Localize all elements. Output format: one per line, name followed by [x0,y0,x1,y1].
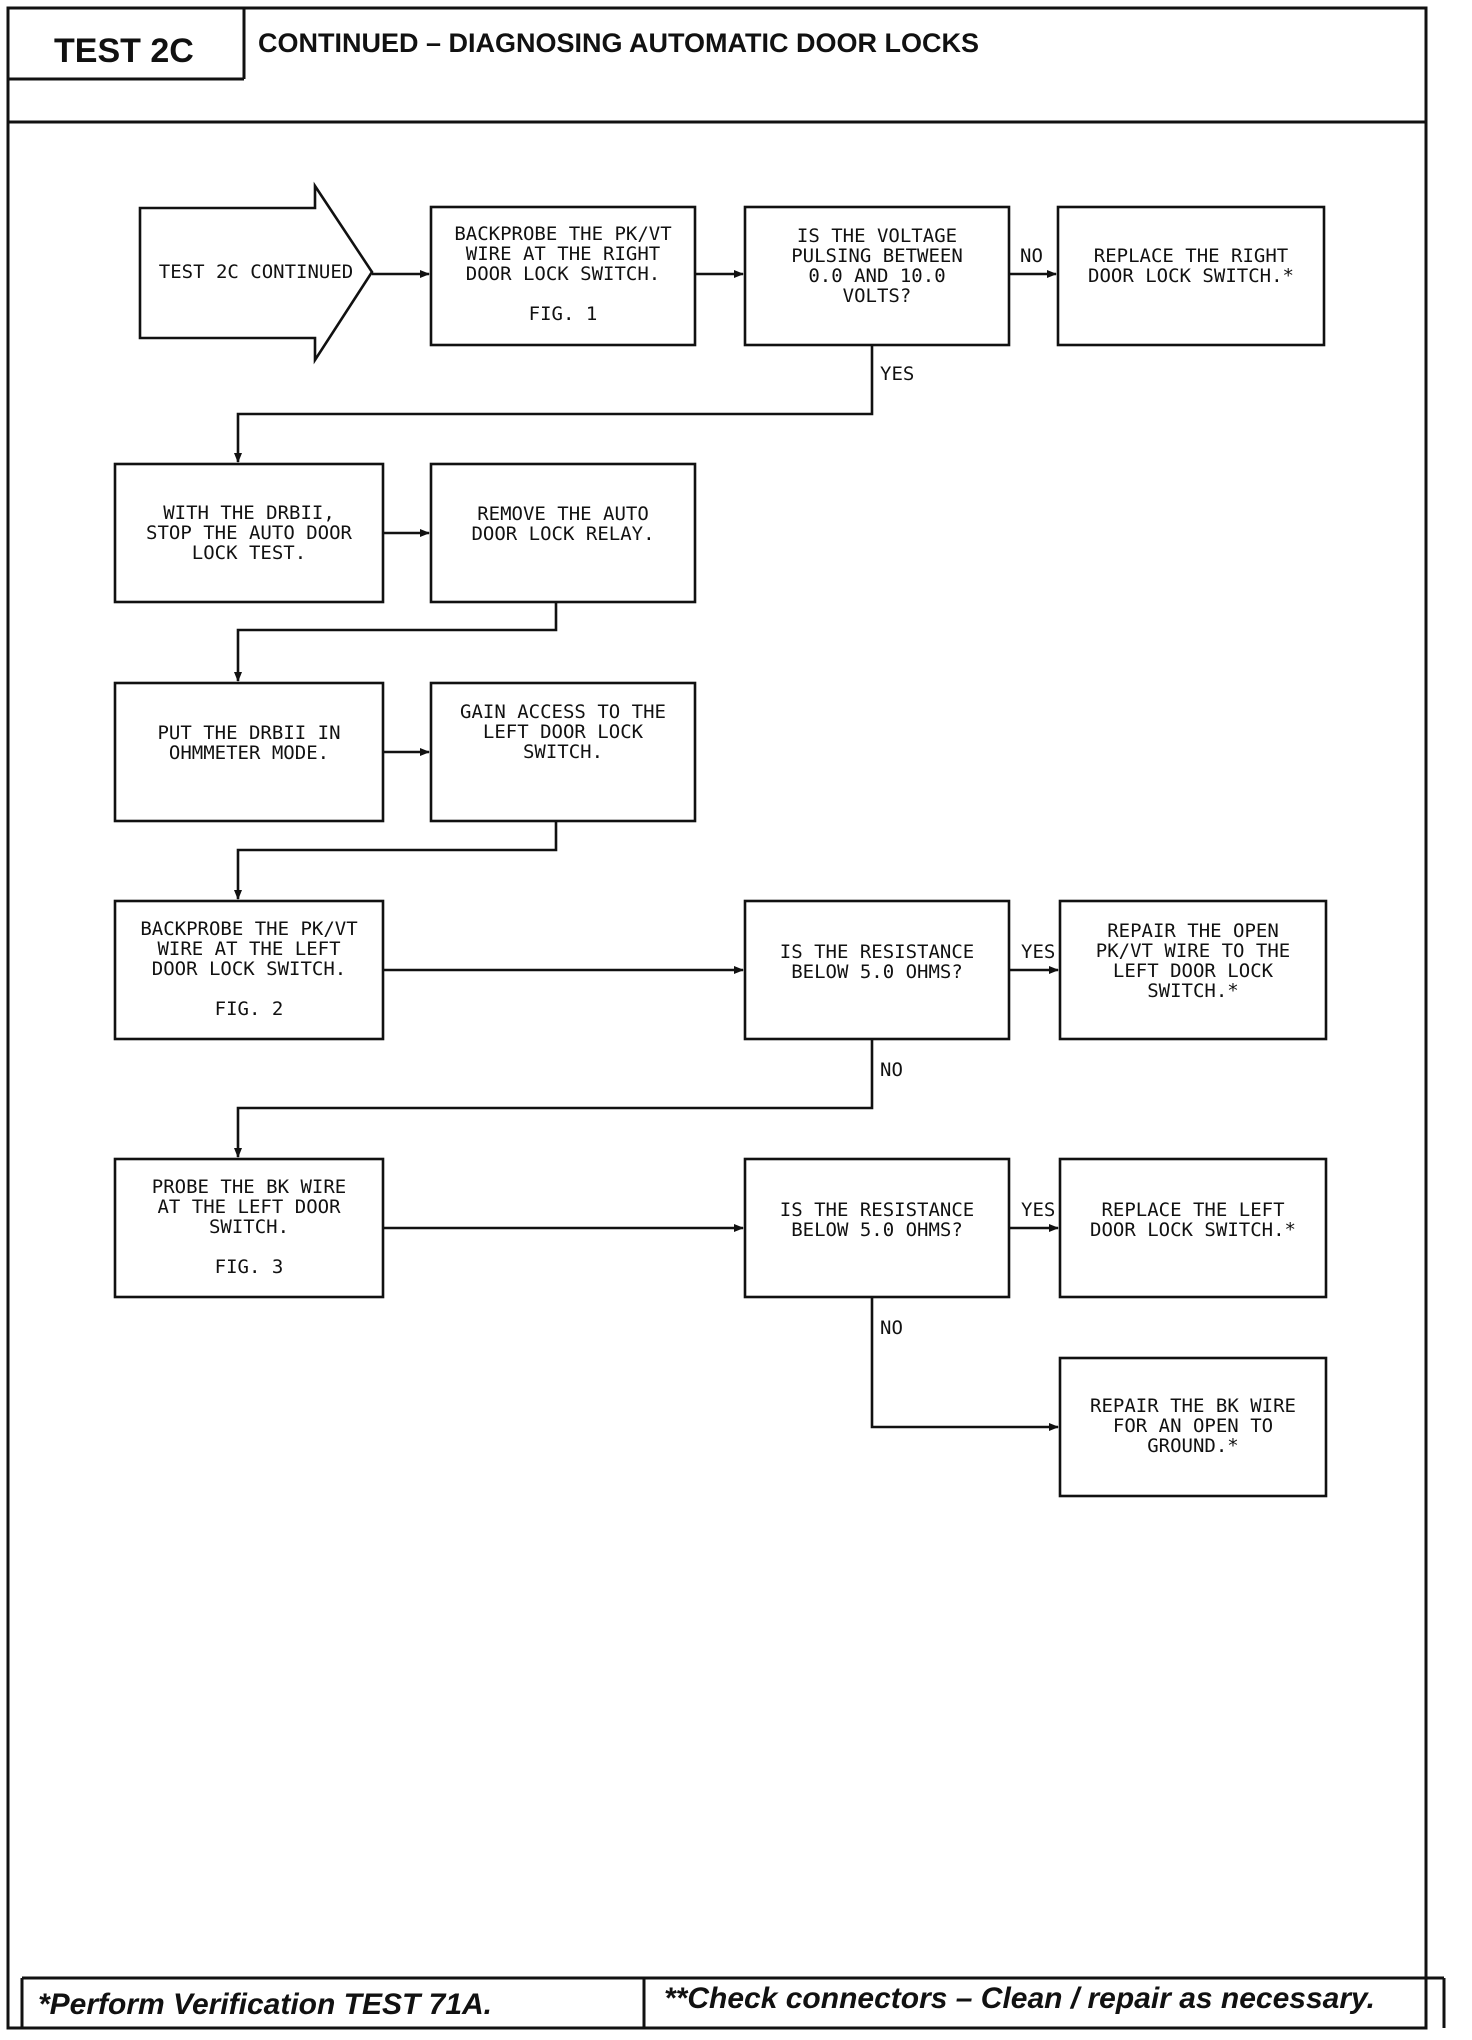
box-probe-bk-line2: AT THE LEFT DOOR [157,1196,341,1218]
box-repair-pkvt-line3: LEFT DOOR LOCK [1113,960,1274,982]
start-label: TEST 2C CONTINUED [159,261,353,283]
box-backprobe-right-line1: BACKPROBE THE PK/VT [454,223,671,245]
box-stop-test-line2: STOP THE AUTO DOOR [146,522,352,544]
box-ohmmeter-line1: PUT THE DRBII IN [157,722,340,744]
box-ohmmeter [113,681,385,823]
box-replace-right [1056,205,1326,347]
box-backprobe-left-line1: BACKPROBE THE PK/VT [140,918,357,940]
box-replace-left-line2: DOOR LOCK SWITCH.* [1090,1219,1296,1241]
box-replace-left-line1: REPLACE THE LEFT [1101,1199,1284,1221]
box-replace-right-line1: REPLACE THE RIGHT [1094,245,1288,267]
box-backprobe-left-line2: WIRE AT THE LEFT [157,938,340,960]
connector-q1-no [234,1039,874,1158]
box-stop-test-line1: WITH THE DRBII, [163,502,335,524]
box-resistance-q1-line2: BELOW 5.0 OHMS? [791,961,963,983]
label-yes-1: YES [880,363,914,385]
box-replace-right-line2: DOOR LOCK SWITCH.* [1088,265,1294,287]
footer-note-right: **Check connectors – Clean / repair as n… [664,1982,1375,2015]
label-no-1: NO [1020,245,1043,267]
box-repair-bk-line3: GROUND.* [1147,1435,1239,1457]
box-backprobe-right-line2: WIRE AT THE RIGHT [466,243,660,265]
box-repair-bk-line2: FOR AN OPEN TO [1113,1415,1273,1437]
box-resistance-q1 [743,899,1011,1041]
box-voltage-question [743,205,1011,347]
box-resistance-q2 [743,1157,1011,1299]
page-title: CONTINUED – DIAGNOSING AUTOMATIC DOOR LO… [258,28,979,58]
connector-remove-to-ohmmeter [234,602,558,682]
connector-q2-no [870,1297,1059,1431]
box-resistance-q1-line1: IS THE RESISTANCE [780,941,974,963]
box-voltage-line2: PULSING BETWEEN [791,245,963,267]
start-arrow-shape [138,181,374,365]
label-yes-2: YES [1021,941,1055,963]
box-probe-bk-fig: FIG. 3 [215,1256,284,1278]
page-frame [6,6,1428,2030]
box-backprobe-left-fig: FIG. 2 [215,998,284,1020]
connector-gain-to-backprobe-left [234,821,558,900]
box-voltage-line3: 0.0 AND 10.0 [808,265,945,287]
label-yes-3: YES [1021,1199,1055,1221]
box-stop-test-line3: LOCK TEST. [192,542,306,564]
box-backprobe-left-line3: DOOR LOCK SWITCH. [152,958,346,980]
box-repair-bk [1058,1356,1328,1498]
box-probe-bk-line3: SWITCH. [209,1216,289,1238]
box-repair-bk-line1: REPAIR THE BK WIRE [1090,1395,1296,1417]
box-repair-pkvt-line2: PK/VT WIRE TO THE [1096,940,1290,962]
box-repair-pkvt [1058,899,1328,1041]
box-gain-access-line2: LEFT DOOR LOCK [483,721,644,743]
box-remove-relay [429,462,697,604]
box-repair-pkvt-line4: SWITCH.* [1147,980,1239,1002]
box-repair-pkvt-line1: REPAIR THE OPEN [1107,920,1279,942]
label-no-3: NO [880,1317,903,1339]
box-gain-access [429,681,697,823]
label-no-2: NO [880,1059,903,1081]
box-probe-bk-line1: PROBE THE BK WIRE [152,1176,346,1198]
box-voltage-line4: VOLTS? [843,285,912,307]
box-resistance-q2-line1: IS THE RESISTANCE [780,1199,974,1221]
box-backprobe-right-line3: DOOR LOCK SWITCH. [466,263,660,285]
footer-note-left: *Perform Verification TEST 71A. [38,1988,492,2021]
connector-voltage-yes [234,345,874,463]
box-probe-bk [113,1157,385,1299]
box-replace-left [1058,1157,1328,1299]
box-remove-relay-line1: REMOVE THE AUTO [477,503,649,525]
box-voltage-line1: IS THE VOLTAGE [797,225,957,247]
test-label: TEST 2C [54,32,194,70]
box-backprobe-right-fig: FIG. 1 [529,303,598,325]
box-backprobe-right [429,205,697,347]
box-ohmmeter-line2: OHMMETER MODE. [169,742,329,764]
box-remove-relay-line2: DOOR LOCK RELAY. [471,523,654,545]
box-gain-access-line1: GAIN ACCESS TO THE [460,701,666,723]
box-stop-test [113,462,385,604]
box-resistance-q2-line2: BELOW 5.0 OHMS? [791,1219,963,1241]
box-gain-access-line3: SWITCH. [523,741,603,763]
